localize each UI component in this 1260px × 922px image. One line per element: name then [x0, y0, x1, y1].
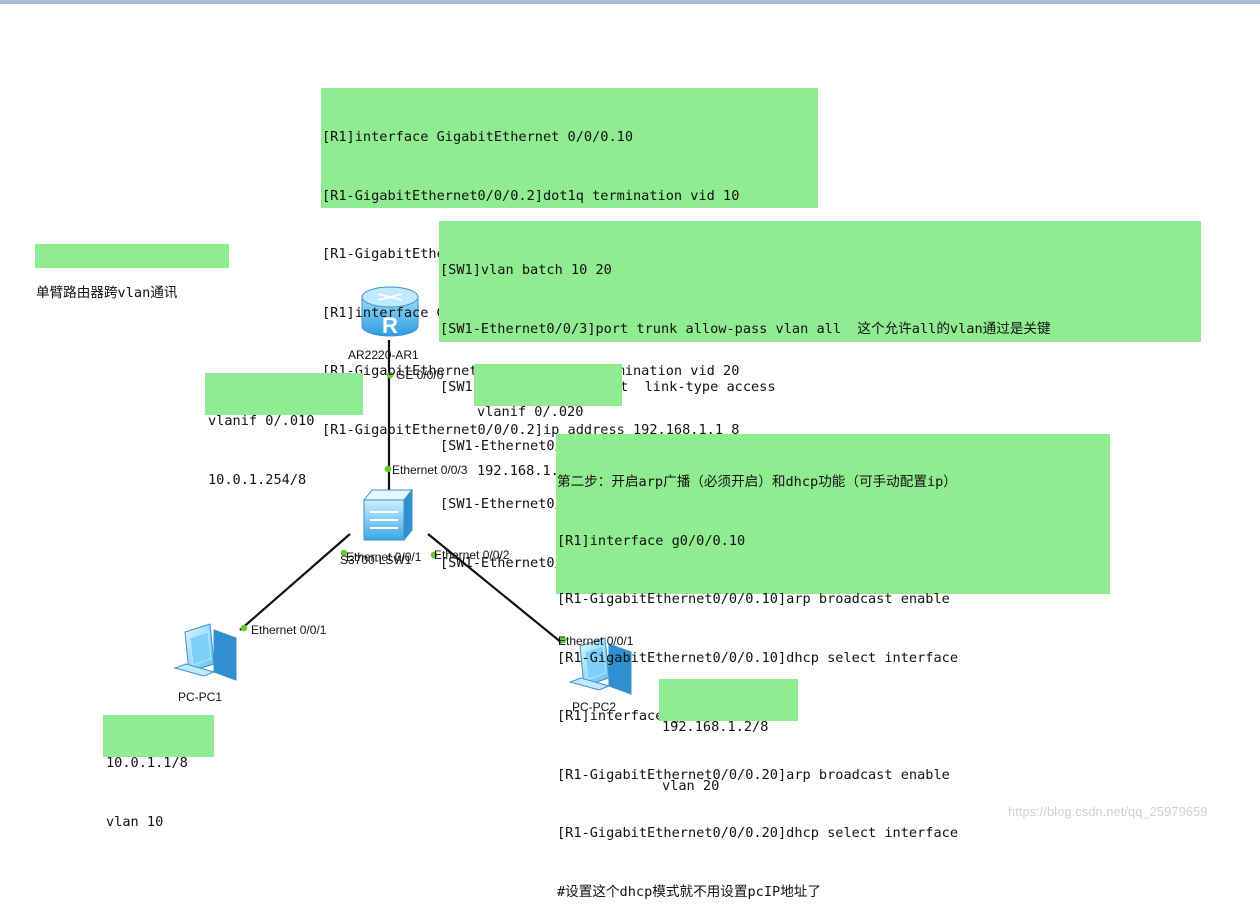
note-line: 第二步：开启arp广播（必须开启）和dhcp功能（可手动配置ip） [557, 474, 957, 490]
title-note: 单臂路由器跨vlan通讯 [35, 244, 229, 301]
port-dot-pc2 [559, 636, 567, 644]
r1-config-note: [R1]interface GigabitEthernet 0/0/0.10 [… [321, 88, 818, 438]
note-line: [R1-GigabitEthernet0/0/0.2]dot1q termina… [322, 187, 740, 204]
pc1-name-label: PC-PC1 [178, 690, 223, 704]
port-label-switch-e2: Ethernet 0/0/2 [434, 548, 510, 562]
vlanif20-note: vlanif 0/.020 192.168.1.1/8 [474, 364, 622, 479]
note-line: 192.168.1.2/8 [662, 719, 769, 735]
topology-canvas: R [173, 286, 632, 695]
note-line: [R1-GigabitEthernet0/0/0.2]ip address 19… [322, 421, 740, 438]
window-top-border [0, 0, 1260, 4]
switch-icon[interactable] [362, 488, 414, 542]
pc2-name-label: PC-PC2 [572, 700, 617, 714]
note-line: [SW1]vlan batch 10 20 [440, 262, 612, 278]
note-line: #设置这个dhcp模式就不用设置pcIP地址了 [557, 883, 821, 900]
port-label-router-ge: GE 0/0/0 [396, 368, 444, 382]
port-label-pc2: Ethernet 0/0/1 [558, 634, 634, 648]
link-switch-pc1[interactable] [239, 533, 351, 631]
watermark: https://blog.csdn.net/qq_25979659 [1008, 804, 1208, 819]
sw1-config-note: [SW1]vlan batch 10 20 [SW1-Ethernet0/0/3… [439, 221, 1201, 571]
vlanif10-note: vlanif 0/.010 10.0.1.254/8 [205, 373, 363, 488]
router-icon[interactable]: R [361, 286, 419, 338]
note-line: [R1-GigabitEthernet0/0/0.10]arp broadcas… [557, 591, 950, 607]
link-switch-pc2[interactable] [427, 533, 563, 644]
port-dot-switch-e3 [384, 465, 392, 473]
diagram-title: 单臂路由器跨vlan通讯 [36, 285, 178, 301]
port-dot-switch-e2 [430, 551, 438, 559]
port-dot-router-ge [386, 371, 394, 379]
port-label-switch-e1: Ethernet 0/0/1 [346, 550, 422, 564]
note-line: vlanif 0/.010 [208, 413, 315, 429]
note-line: [R1-GigabitEthernet0/0/0.10]dhcp select … [557, 649, 959, 666]
pc2-icon[interactable] [568, 637, 632, 695]
port-label-pc1: Ethernet 0/0/1 [251, 623, 327, 637]
router-glyph: R [382, 313, 398, 338]
port-dot-pc1 [240, 624, 248, 632]
note-line: [R1-GigabitEthernet0/0/0.20]arp broadcas… [557, 766, 950, 783]
pc1-icon[interactable] [173, 623, 237, 681]
step2-note: 第二步：开启arp广播（必须开启）和dhcp功能（可手动配置ip） [R1]in… [556, 434, 1110, 900]
note-line: vlan 20 [662, 777, 720, 794]
note-line: 10.0.1.254/8 [208, 471, 307, 488]
pc2-info-note: 192.168.1.2/8 vlan 20 [659, 679, 798, 794]
port-dot-switch-e1 [340, 549, 348, 557]
note-line: [R1]interface g0/0/0.10 [557, 532, 746, 549]
note-line: [R1]interface g0/0/0.20 [557, 708, 746, 724]
port-label-switch-e3: Ethernet 0/0/3 [392, 463, 468, 477]
note-line: [R1-GigabitEthernet0/0/0.20]dhcp select … [557, 825, 959, 841]
note-line: vlan 10 [106, 813, 164, 830]
note-line: [R1]interface GigabitEthernet 0/0/0.10 [322, 129, 633, 145]
pc1-info-note: 10.0.1.1/8 vlan 10 [103, 715, 214, 830]
router-name-label: AR2220-AR1 [348, 348, 419, 362]
note-line: vlanif 0/.020 [477, 404, 584, 420]
switch-name-label: S3700-LSW1 [340, 553, 412, 567]
note-line: [SW1-Ethernet0/0/3]port trunk allow-pass… [440, 320, 1051, 337]
note-line: 10.0.1.1/8 [106, 755, 188, 771]
